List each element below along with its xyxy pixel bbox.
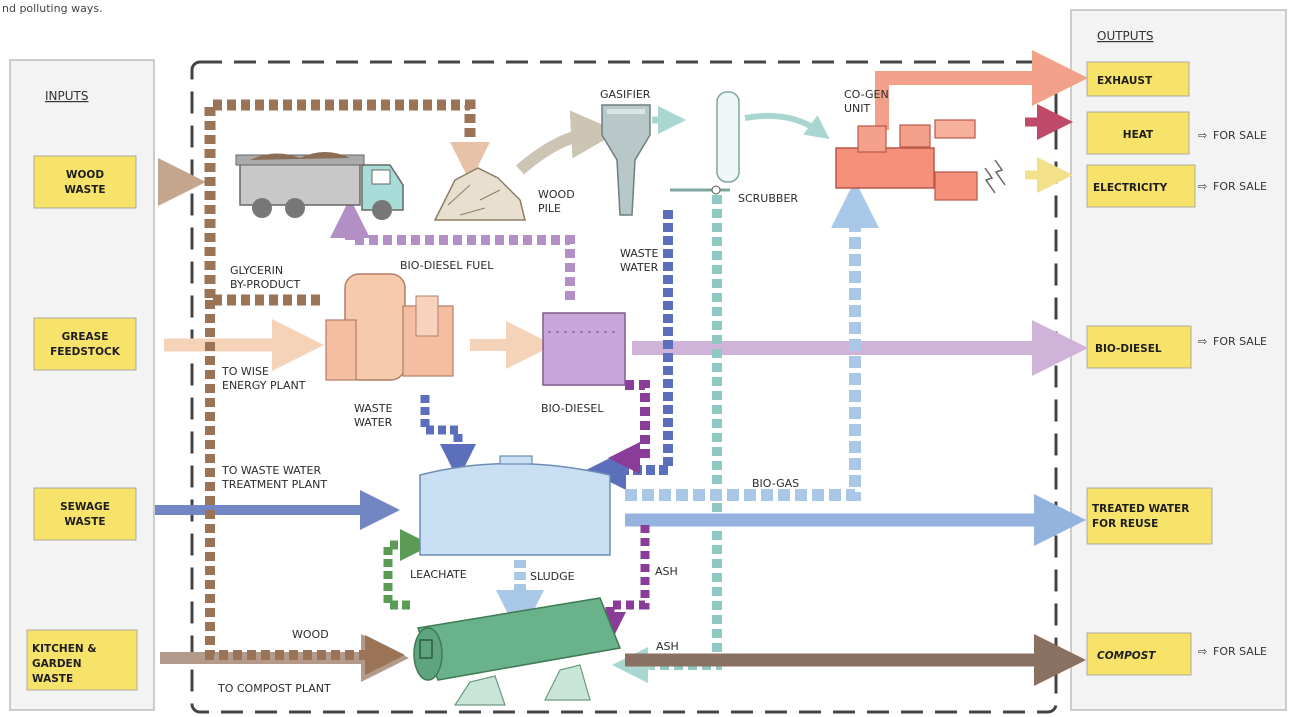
glycerin-label-2: BY-PRODUCT (230, 278, 300, 291)
to-compost-label: TO COMPOST PLANT (217, 682, 331, 695)
to-wwtp-label-2: TREATMENT PLANT (221, 478, 327, 491)
compost-drum-icon (413, 597, 622, 706)
to-wwtp-label-1: TO WASTE WATER (221, 464, 321, 477)
wood-pile-label-1: WOOD (538, 188, 575, 201)
bio-gas-label: BIO-GAS (752, 477, 799, 490)
scrubber-ash-path (650, 195, 722, 670)
cogen-label-2: UNIT (844, 102, 871, 115)
top-caption: nd polluting ways. (2, 2, 103, 15)
arrow-right-icon: ⇨ (1198, 129, 1207, 142)
input-wood-waste: WOOD WASTE (33, 155, 137, 209)
output-bio-diesel: BIO-DIESEL ⇨ FOR SALE (1086, 325, 1267, 369)
output-label: HEAT (1123, 129, 1154, 141)
arrow-right-icon: ⇨ (1198, 335, 1207, 348)
output-label: EXHAUST (1097, 75, 1153, 87)
output-label: ELECTRICITY (1093, 182, 1168, 194)
glycerin-loop (204, 99, 476, 306)
pile-to-gasifier-arrow (516, 110, 619, 175)
to-wise-label-1: TO WISE (221, 365, 269, 378)
waste-water-mid-label-1: WASTE (354, 402, 393, 415)
scrubber-to-cogen-arrow (744, 112, 830, 140)
input-label: WASTE (64, 516, 105, 528)
input-label: FEEDSTOCK (50, 346, 121, 358)
output-compost: COMPOST ⇨ FOR SALE (1086, 632, 1267, 676)
inputs-header: INPUTS (45, 89, 88, 103)
input-sewage-waste: SEWAGE WASTE (33, 487, 137, 541)
input-label: SEWAGE (60, 501, 110, 513)
for-sale-label: FOR SALE (1213, 335, 1267, 348)
input-label: GARDEN (32, 658, 82, 670)
outputs-panel: OUTPUTS EXHAUST HEAT ⇨ FOR SALE ELECTRIC… (1070, 9, 1287, 711)
input-label: WASTE (32, 673, 73, 685)
leachate-path (383, 540, 410, 610)
scrubber-waste-water-path (612, 210, 673, 475)
biodiesel-tank-icon (542, 312, 626, 386)
biogas-path (625, 215, 861, 501)
glycerin-label-1: GLYCERIN (230, 264, 283, 277)
dump-truck-icon (235, 152, 404, 220)
wood-pile-label-2: PILE (538, 202, 561, 215)
exhaust-stack (875, 71, 1040, 130)
wastewater-treatment-tank-icon (419, 455, 611, 556)
wood-label: WOOD (292, 628, 329, 641)
input-label: GREASE (62, 331, 109, 343)
ash-label-1: ASH (655, 565, 678, 578)
input-label: KITCHEN & (32, 643, 96, 655)
to-wise-label-2: ENERGY PLANT (222, 379, 306, 392)
arrow-right-icon: ⇨ (1198, 180, 1207, 193)
input-grease-feedstock: GREASE FEEDSTOCK (33, 317, 137, 371)
tank-residue-path (625, 380, 650, 458)
waste-water-top-label-2: WATER (620, 261, 659, 274)
for-sale-label: FOR SALE (1213, 645, 1267, 658)
arrow-right-icon: ⇨ (1198, 645, 1207, 658)
scrubber-label: SCRUBBER (738, 192, 798, 205)
cogen-unit-icon (835, 119, 1006, 201)
waste-water-top-label-1: WASTE (620, 247, 659, 260)
output-label: TREATED WATER (1092, 503, 1189, 515)
for-sale-label: FOR SALE (1213, 129, 1267, 142)
waste-water-mid-label-2: WATER (354, 416, 393, 429)
gasifier-icon (601, 104, 651, 216)
sludge-label: SLUDGE (530, 570, 575, 583)
wise-energy-plant-icon (325, 273, 454, 381)
wood-to-compost-path (205, 300, 380, 660)
output-label: COMPOST (1097, 650, 1156, 662)
output-exhaust: EXHAUST (1086, 61, 1190, 97)
gasifier-label: GASIFIER (600, 88, 651, 101)
ash-label-2: ASH (656, 640, 679, 653)
input-label: WOOD (66, 169, 104, 181)
wood-pile-icon (433, 167, 526, 221)
input-label: WASTE (64, 184, 105, 196)
input-kitchen-garden-waste: KITCHEN & GARDEN WASTE (26, 629, 138, 691)
outputs-header: OUTPUTS (1097, 29, 1154, 43)
output-treated-water: TREATED WATER FOR REUSE (1086, 487, 1213, 545)
scrubber-icon (670, 91, 740, 195)
plant-boundary (190, 60, 1058, 714)
biodiesel-tank-label: BIO-DIESEL (541, 402, 604, 415)
output-electricity: ELECTRICITY ⇨ FOR SALE (1086, 164, 1267, 208)
for-sale-label: FOR SALE (1213, 180, 1267, 193)
leachate-label: LEACHATE (410, 568, 467, 581)
inputs-panel: INPUTS WOOD WASTE GREASE FEEDSTOCK SEWAG… (9, 59, 155, 711)
output-label: BIO-DIESEL (1095, 343, 1162, 355)
plant-waste-water-path (420, 395, 463, 455)
cogen-label-1: CO-GEN (844, 88, 889, 101)
output-heat: HEAT ⇨ FOR SALE (1086, 111, 1267, 155)
biodiesel-fuel-label: BIO-DIESEL FUEL (400, 259, 494, 272)
output-label: FOR REUSE (1092, 518, 1158, 530)
ash-purple-path (605, 525, 650, 620)
